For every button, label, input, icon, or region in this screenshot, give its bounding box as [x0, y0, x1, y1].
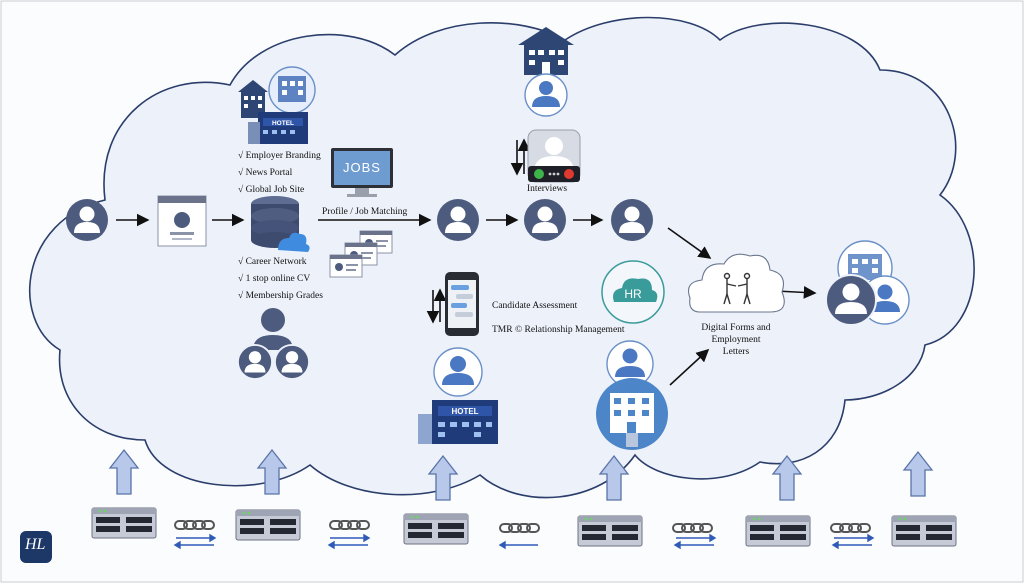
blockchain-server-icon [577, 515, 643, 547]
blockchain-server-icon [891, 515, 957, 547]
jobs-screen-text: JOBS [343, 160, 381, 175]
community-group-icon [236, 308, 311, 381]
hotel-manager-icon [418, 347, 498, 444]
blockchain-server-icon [91, 507, 157, 539]
sync-arrows [173, 533, 875, 550]
profile-job-matching-label: Profile / Job Matching [322, 207, 408, 217]
blockchain-server-icon [403, 513, 469, 545]
company-logo [20, 531, 52, 563]
hotel-sign-text-bottom: HOTEL [451, 407, 478, 416]
checklist-global-job-site: √ Global Job Site [238, 185, 305, 195]
hotel-sign-text-top: HOTEL [272, 120, 294, 127]
handshake-cloud-icon [687, 253, 785, 313]
candidate-assessment-label: Candidate Assessment [492, 301, 578, 311]
blockchain-server-icon [235, 509, 301, 541]
jobs-monitor-icon [331, 148, 393, 197]
interviewed-candidate-person-icon [524, 199, 566, 241]
employer-office-icon [518, 27, 574, 117]
checklist-employer-branding: √ Employer Branding [238, 151, 321, 161]
checklist-news-portal: √ News Portal [238, 168, 293, 178]
employer-buildings-icon [238, 66, 316, 144]
main-cloud [29, 16, 975, 499]
company-logo-text: HL [25, 536, 46, 553]
selected-candidate-person-icon [611, 199, 653, 241]
cloud-database-icon [251, 196, 310, 252]
interviews-label: Interviews [527, 184, 568, 194]
blockchain-server-icon [745, 515, 811, 547]
matched-candidate-person-icon [437, 199, 479, 241]
checklist-membership-grades: √ Membership Grades [238, 291, 323, 301]
client-office-cluster-icon [825, 240, 910, 326]
video-call-icon [527, 129, 581, 183]
hr-cloud-icon [601, 260, 665, 324]
digital-forms-label: Digital Forms and Employment Letters [701, 323, 771, 357]
hr-badge-text: HR [624, 287, 642, 301]
checklist-career-network: √ Career Network [238, 257, 307, 267]
corporate-hr-icon [596, 340, 668, 450]
profile-card-icon [157, 195, 207, 247]
candidate-person-icon [66, 199, 108, 241]
relationship-management-label: TMR © Relationship Management [492, 325, 625, 335]
checklist-online-cv: √ 1 stop online CV [238, 274, 311, 284]
smartphone-chat-icon [445, 272, 479, 336]
